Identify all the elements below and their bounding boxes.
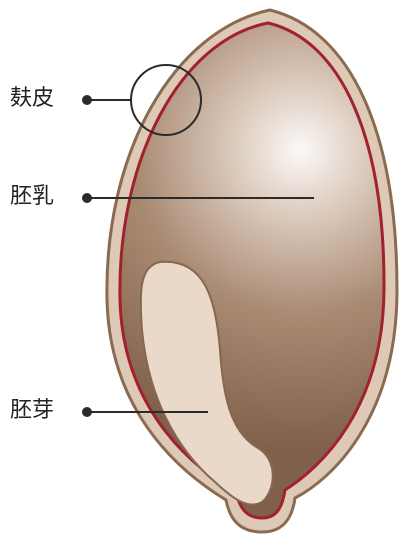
germ-label: 胚芽 (10, 400, 54, 422)
endosperm-label: 胚乳 (10, 186, 54, 208)
bran-label: 麸皮 (10, 88, 54, 110)
